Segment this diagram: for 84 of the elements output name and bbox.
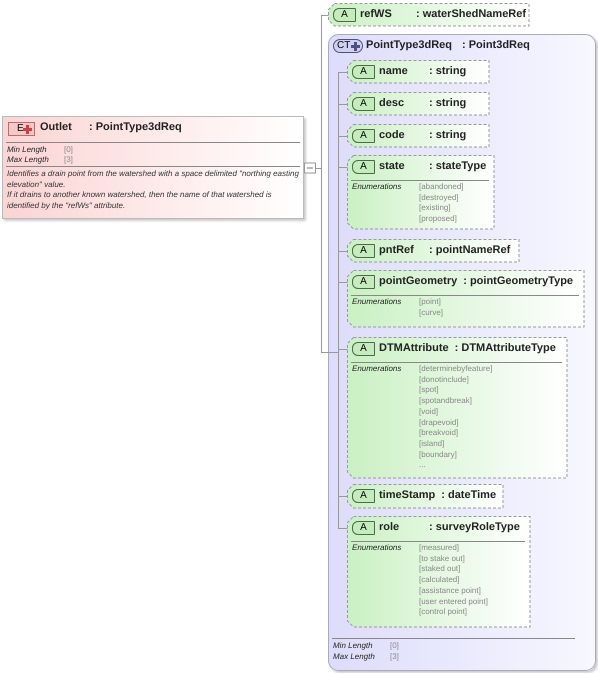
attribute-badge: A bbox=[352, 160, 375, 174]
attribute-box bbox=[347, 60, 490, 84]
element-name: Outlet bbox=[40, 121, 72, 133]
attribute-badge: A bbox=[333, 8, 356, 22]
enumeration-value: [spotandbreak] bbox=[419, 396, 472, 406]
description-text: If it drains to another known watershed, then the name of that watershed is identified by the "refWs" attribute. bbox=[7, 190, 273, 211]
enumeration-value: [determinebyfeature] bbox=[419, 364, 492, 373]
enumeration-value: [void] bbox=[419, 406, 438, 416]
enumeration-value: [abandoned] bbox=[419, 182, 464, 191]
enumeration-value: [drapevoid] bbox=[419, 418, 459, 426]
attribute-type: : dateTime bbox=[441, 489, 496, 501]
enumerations-label: Enumerations bbox=[352, 297, 402, 306]
attribute-name: pointGeometry bbox=[379, 275, 458, 287]
attribute-type: : string bbox=[429, 65, 466, 77]
attribute-name: timeStamp bbox=[379, 489, 436, 501]
attribute-type: : string bbox=[429, 129, 466, 141]
property-label: Max Length bbox=[7, 155, 49, 164]
attribute-badge: A bbox=[352, 65, 375, 79]
enumeration-value: [calculated] bbox=[419, 575, 460, 584]
property-label: Min Length bbox=[333, 641, 373, 650]
attribute-name: name bbox=[379, 65, 409, 77]
property-label: Min Length bbox=[7, 145, 47, 154]
attribute-name: code bbox=[379, 129, 406, 141]
attribute-box bbox=[347, 484, 504, 509]
enumeration-value: [proposed] bbox=[419, 214, 457, 224]
attribute-name: role bbox=[379, 521, 400, 533]
attribute-box bbox=[347, 124, 490, 148]
attribute-badge: A bbox=[352, 342, 375, 356]
attribute-type: : stateType bbox=[429, 160, 486, 172]
property-value: [3] bbox=[64, 155, 73, 164]
attribute-type: : string bbox=[429, 97, 466, 109]
attribute-badge: A bbox=[352, 275, 375, 289]
attribute-box bbox=[347, 92, 490, 116]
attribute-box bbox=[347, 516, 531, 628]
attribute-type: : pointNameRef bbox=[429, 244, 510, 256]
attribute-badge: A bbox=[352, 244, 375, 258]
element-type: : PointType3dReq bbox=[89, 121, 182, 133]
enumeration-value: [existing] bbox=[419, 203, 451, 212]
attribute-badge: A bbox=[352, 97, 375, 111]
connector-line bbox=[328, 352, 348, 529]
attribute-type: : surveyRoleType bbox=[429, 521, 520, 533]
attribute-type: : pointGeometryType bbox=[463, 275, 574, 287]
enumeration-value: [island] bbox=[419, 438, 444, 448]
attribute-badge: A bbox=[352, 129, 375, 143]
enumeration-value: [measured] bbox=[419, 543, 460, 552]
element-box bbox=[2, 116, 304, 219]
complex-type-box bbox=[328, 34, 596, 671]
attribute-type: : waterShedNameRef bbox=[416, 8, 526, 20]
enumeration-value: [assistance point] bbox=[419, 586, 481, 595]
enumeration-value: [control point] bbox=[419, 607, 468, 616]
complex-type-name: PointType3dReq bbox=[366, 39, 452, 51]
enumerations-label: Enumerations bbox=[352, 543, 402, 552]
attribute-box bbox=[347, 155, 495, 230]
enumeration-value: [spot] bbox=[419, 385, 439, 394]
attribute-box bbox=[347, 270, 585, 328]
enumeration-value: ... bbox=[419, 460, 426, 470]
enumeration-value: [breakvoid] bbox=[419, 428, 458, 438]
enumeration-value: [user entered point] bbox=[419, 596, 488, 606]
enumeration-value: [point] bbox=[419, 297, 441, 306]
attribute-name: state bbox=[379, 160, 406, 172]
attribute-box bbox=[328, 3, 530, 27]
enumerations-label: Enumerations bbox=[352, 364, 402, 373]
attribute-badge: A bbox=[352, 489, 375, 503]
attribute-badge: A bbox=[352, 521, 375, 535]
property-value: [3] bbox=[390, 652, 399, 661]
attribute-name: DTMAttribute bbox=[379, 342, 449, 354]
enumeration-value: [destroyed] bbox=[419, 192, 459, 202]
property-value: [0] bbox=[64, 145, 73, 154]
attribute-name: desc bbox=[379, 97, 406, 109]
description-text: Identifies a drain point from the watershed with a space delimited "northing easting elevation" value. bbox=[7, 169, 300, 190]
enumerations-label: Enumerations bbox=[352, 182, 402, 191]
property-label: Max Length bbox=[333, 652, 375, 661]
enumeration-value: [to stake out] bbox=[419, 554, 465, 563]
enumeration-value: [donotinclude] bbox=[419, 374, 469, 384]
attribute-name: refWS bbox=[360, 8, 393, 20]
attribute-box bbox=[347, 337, 568, 479]
enumeration-value: [curve] bbox=[419, 308, 444, 317]
attribute-box bbox=[347, 239, 520, 263]
complex-type-base: : Point3dReq bbox=[462, 39, 530, 51]
enumeration-value: [staked out] bbox=[419, 564, 460, 574]
attribute-name: pntRef bbox=[379, 244, 415, 256]
enumeration-value: [boundary] bbox=[419, 450, 457, 459]
property-value: [0] bbox=[390, 641, 399, 650]
attribute-type: : DTMAttributeType bbox=[454, 342, 556, 354]
